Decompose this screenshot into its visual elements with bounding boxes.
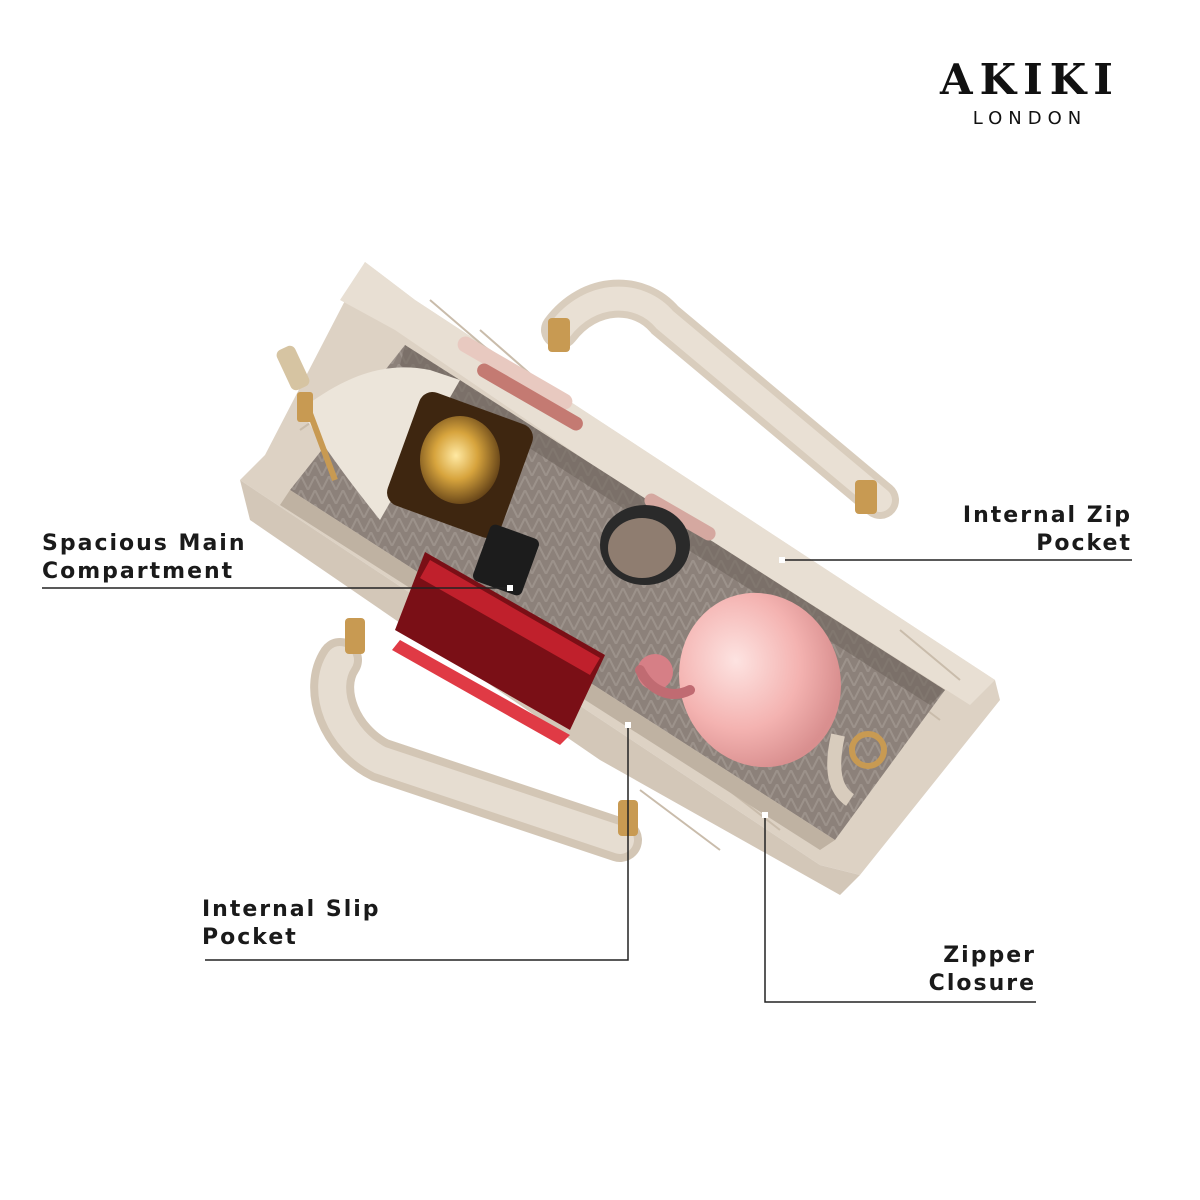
callout-lines: [42, 557, 1132, 1003]
brand-name: AKIKI: [940, 55, 1120, 104]
callout-text: Compartment: [42, 559, 235, 584]
callout-text: Closure: [928, 971, 1036, 996]
compact-powder: [600, 505, 690, 585]
callout-zipper-closure: Zipper Closure: [910, 942, 1036, 998]
front-handle: [310, 618, 642, 862]
callout-text: Pocket: [1036, 531, 1132, 556]
perfume-bottle: [387, 392, 540, 596]
callout-zip-pocket: Internal Zip Pocket: [960, 502, 1132, 558]
lip-gloss-tubes: [457, 336, 716, 541]
side-ring: [827, 731, 887, 806]
dot-main-compartment: [507, 585, 513, 591]
callout-text: Zipper: [943, 943, 1036, 968]
callout-slip-pocket: Internal Slip Pocket: [202, 896, 381, 952]
dot-zip-pocket: [779, 557, 785, 563]
pink-compact-mirror: [635, 592, 841, 768]
brand-logo: AKIKI LONDON: [880, 55, 1180, 130]
callout-text: Internal Slip: [202, 897, 381, 922]
dot-slip-pocket: [625, 722, 631, 728]
dot-zipper-closure: [762, 812, 768, 818]
leader-zipper-closure: [764, 815, 1036, 1003]
top-handle: [541, 279, 899, 519]
callout-text: Spacious Main: [42, 531, 247, 556]
callout-text: Internal Zip: [962, 503, 1132, 528]
brand-subtitle: LONDON: [972, 108, 1088, 129]
callout-text: Pocket: [202, 925, 298, 950]
leader-slip-pocket: [205, 725, 629, 961]
callout-main-compartment: Spacious Main Compartment: [42, 530, 247, 586]
